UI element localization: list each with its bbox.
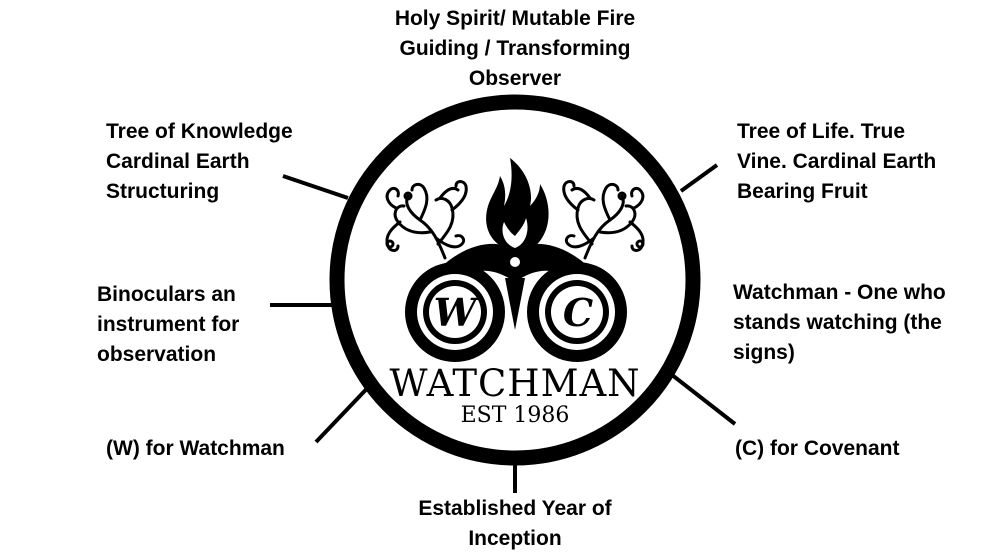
label-line: (C) for Covenant <box>735 437 900 460</box>
label-line: Cardinal Earth <box>106 150 250 173</box>
logo-wordmark: WATCHMAN <box>389 362 640 405</box>
connector-top-left <box>282 174 349 200</box>
label-line: Watchman - One who <box>733 281 946 304</box>
label-w-for-watchman: (W) for Watchman <box>106 434 285 464</box>
label-line: (W) for Watchman <box>106 437 285 460</box>
label-line: Bearing Fruit <box>737 180 868 203</box>
label-line: Vine. Cardinal Earth <box>737 150 937 173</box>
label-line: Tree of Life. True <box>737 120 906 143</box>
logo-established: EST 1986 <box>461 403 570 428</box>
label-line: Tree of Knowledge <box>106 120 293 143</box>
label-binoculars: Binoculars an instrument for observation <box>97 280 239 370</box>
flame-core <box>502 218 528 248</box>
label-watchman-definition: Watchman - One who stands watching (the … <box>733 278 946 368</box>
lens-letter-w: W <box>434 290 480 335</box>
label-line: Binoculars an <box>97 283 236 306</box>
label-line: Observer <box>468 67 562 90</box>
label-line: instrument for <box>97 313 240 336</box>
label-line: Guiding / Transforming <box>399 37 631 60</box>
label-line: Structuring <box>106 180 220 203</box>
label-tree-of-life: Tree of Life. True Vine. Cardinal Earth … <box>737 117 936 207</box>
label-line: signs) <box>733 341 795 364</box>
label-established-year: Established Year of Inception <box>330 494 700 554</box>
label-c-for-covenant: (C) for Covenant <box>735 434 900 464</box>
label-holy-spirit: Holy Spirit/ Mutable Fire Guiding / Tran… <box>300 4 730 94</box>
label-line: Holy Spirit/ Mutable Fire <box>394 7 636 30</box>
tree-of-knowledge-icon <box>385 180 468 260</box>
label-tree-of-knowledge: Tree of Knowledge Cardinal Earth Structu… <box>106 117 293 207</box>
label-line: stands watching (the <box>733 311 942 334</box>
flame-icon <box>486 158 549 252</box>
label-line: observation <box>97 343 217 366</box>
lens-letter-c: C <box>563 290 593 335</box>
tree-of-life-icon <box>562 180 645 260</box>
label-line: Established Year of <box>418 497 612 520</box>
connector-top-right <box>679 163 719 193</box>
binoculars-icon <box>405 243 627 362</box>
label-line: Inception <box>468 527 562 550</box>
